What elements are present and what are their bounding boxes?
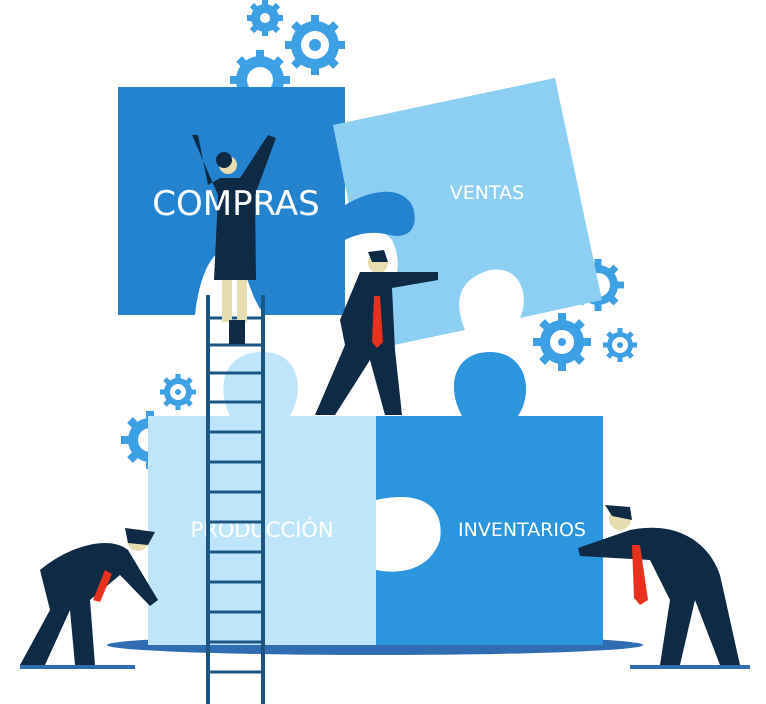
gear-icon	[533, 313, 591, 371]
gear-icon	[247, 0, 283, 36]
man-figure-left	[20, 528, 158, 665]
label-ventas: VENTAS	[450, 182, 524, 204]
gear-icon	[285, 15, 345, 75]
ground-line-right	[630, 665, 750, 669]
label-compras: COMPRAS	[152, 184, 319, 224]
ladder	[206, 295, 265, 704]
man-figure-right	[578, 505, 740, 665]
gear-icon	[603, 328, 637, 362]
ground-line-left	[20, 665, 135, 669]
woman-figure	[192, 135, 276, 344]
puzzle-tab-ventas	[345, 191, 415, 240]
puzzle-piece-inventarios	[376, 352, 603, 645]
label-inventarios: INVENTARIOS	[458, 519, 586, 541]
gear-icon	[160, 374, 196, 410]
man-figure-top	[315, 250, 438, 415]
